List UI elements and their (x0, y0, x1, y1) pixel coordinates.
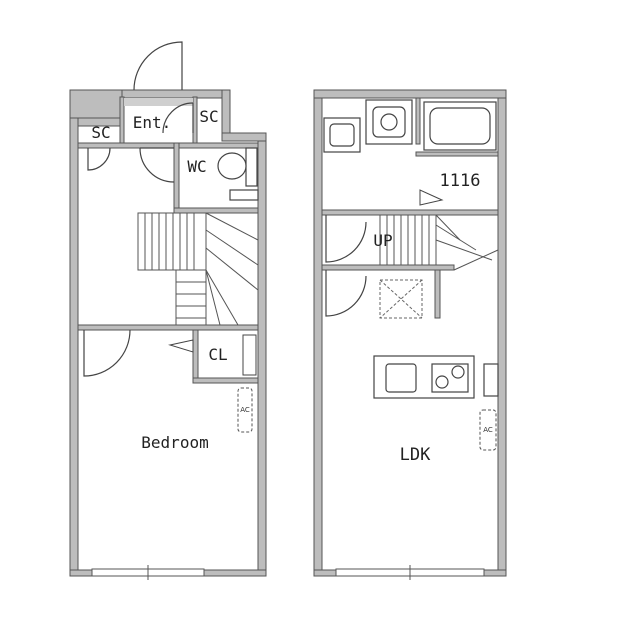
washbasin-icon (323, 117, 361, 153)
stairs-up-label: UP (373, 231, 392, 250)
floor-1-ac-unit (237, 387, 253, 433)
floor-2-window (335, 565, 485, 580)
bathtub-icon (423, 101, 497, 151)
toilet-icon (217, 147, 259, 201)
floor-2-walls (313, 89, 507, 577)
storage-door-icon (325, 215, 367, 263)
kitchen-counter (373, 355, 499, 399)
entrance-label: Ent. (133, 113, 172, 132)
ldk-door-icon (325, 270, 367, 317)
closet-door-icon (168, 334, 257, 376)
toilet-door-icon (139, 147, 175, 183)
bathroom-door-icon (419, 189, 444, 206)
bedroom-label: Bedroom (141, 433, 208, 452)
floor-2-ac-label: AC (483, 426, 493, 434)
entrance-door-icon (162, 102, 194, 134)
floor-1-stairs (137, 212, 259, 326)
unit-number-label: 1116 (440, 171, 481, 191)
shoe-closet-label: SC (91, 123, 110, 142)
front-door-icon (133, 41, 183, 91)
floor-1-plan: AC SC Ent. SC WC CL Bedroom (69, 41, 267, 580)
toilet-label: WC (187, 157, 206, 176)
storage-closet-label: SC (199, 107, 218, 126)
floor-1-ac-label: AC (240, 406, 250, 414)
floor-2-ac-unit (479, 409, 497, 451)
closet-label: CL (208, 345, 227, 364)
washing-machine-icon (365, 99, 413, 145)
floor-2-stairs (379, 214, 499, 271)
ldk-label: LDK (400, 445, 431, 465)
shoe-closet-door-icon (87, 147, 111, 171)
floor-2-plan: AC 1116 UP LDK (313, 89, 507, 580)
shaft-icon (379, 279, 423, 319)
floor-1-window (91, 565, 205, 580)
bedroom-door-icon (83, 329, 131, 377)
entrance-floor (124, 98, 193, 106)
